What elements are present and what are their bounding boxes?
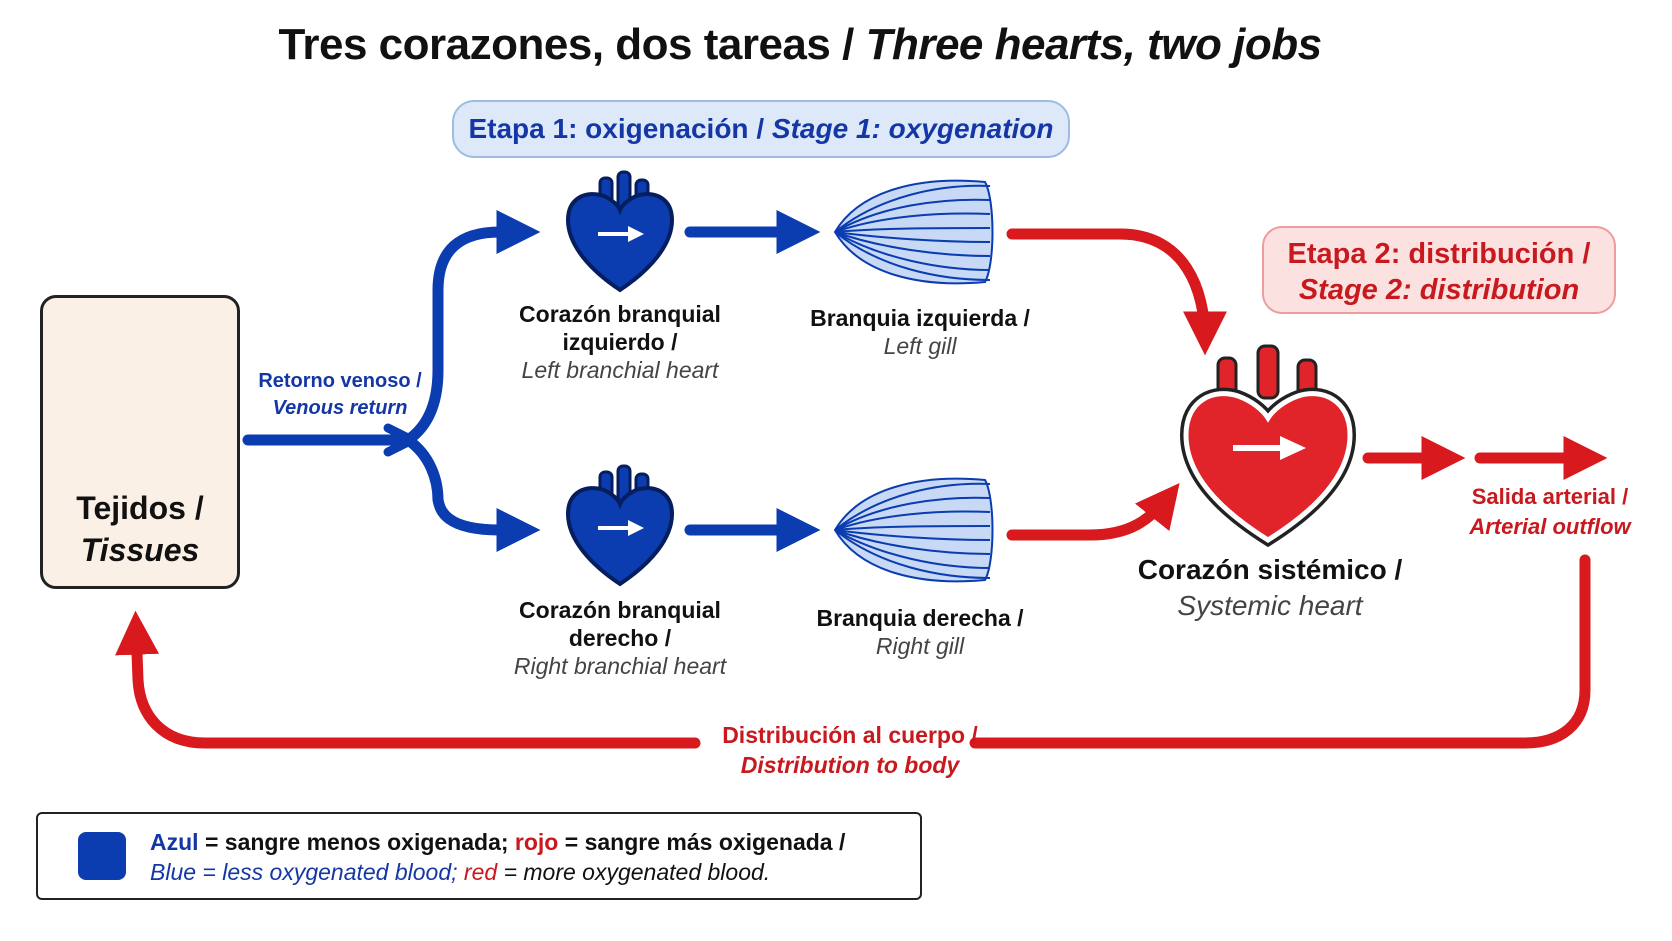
arterial-outflow-es: Salida arterial /: [1471, 484, 1629, 509]
legend-eq1: = sangre menos oxigenada;: [204, 829, 509, 855]
left-gill-label: Branquia izquierda / Left gill: [800, 304, 1040, 360]
right-branchial-heart-label: Corazón branquial derecho / Right branch…: [500, 596, 740, 680]
diagram-title: Tres corazones, dos tareas / Three heart…: [0, 20, 1600, 70]
stage1-label: Etapa 1: oxigenación / Stage 1: oxygenat…: [452, 100, 1070, 158]
tissues-box: [40, 295, 240, 589]
left-branchial-heart-en: Left branchial heart: [521, 357, 719, 383]
tissues-es: Tejidos /: [76, 490, 204, 526]
distribution-label: Distribución al cuerpo / Distribution to…: [700, 720, 1000, 780]
left-branchial-heart-es1: Corazón branquial: [519, 301, 721, 327]
right-gill-en: Right gill: [875, 633, 965, 659]
legend-box: [36, 812, 922, 900]
legend-red-word: rojo: [514, 829, 559, 855]
venous-return-es: Retorno venoso /: [258, 370, 422, 392]
legend-eq2: = sangre más oxigenada /: [564, 829, 846, 855]
right-gill-es: Branquia derecha /: [816, 605, 1024, 631]
title-es: Tres corazones, dos tareas /: [278, 20, 854, 69]
left-gill-es: Branquia izquierda /: [810, 305, 1030, 331]
systemic-heart-es: Corazón sistémico /: [1137, 554, 1403, 585]
arterial-outflow-label: Salida arterial / Arterial outflow: [1450, 482, 1650, 542]
systemic-heart-label: Corazón sistémico / Systemic heart: [1120, 552, 1420, 624]
stage1-en: Stage 1: oxygenation: [771, 113, 1054, 144]
legend-rest: = more oxygenated blood.: [503, 859, 771, 885]
left-branchial-heart-label: Corazón branquial izquierdo / Left branc…: [510, 300, 730, 384]
left-gill-icon: [833, 179, 994, 285]
arterial-outflow-en: Arterial outflow: [1469, 514, 1631, 539]
legend-line-en: Blue = less oxygenated blood; red = more…: [150, 857, 770, 887]
stage2-label: Etapa 2: distribución / Stage 2: distrib…: [1262, 226, 1616, 314]
distribution-en: Distribution to body: [740, 752, 960, 778]
venous-return-en: Venous return: [272, 397, 408, 419]
legend-blue-swatch: [78, 832, 126, 880]
venous-return-arrows: [242, 210, 821, 552]
systemic-heart-icon: [1179, 344, 1357, 548]
legend-blue-word: Azul: [150, 829, 199, 855]
right-branchial-heart-en: Right branchial heart: [513, 653, 727, 679]
left-gill-en: Left gill: [883, 333, 957, 359]
stage2-es: Etapa 2: distribución /: [1287, 238, 1591, 270]
venous-return-label: Retorno venoso / Venous return: [250, 368, 430, 422]
right-gill-icon: [833, 477, 994, 583]
oxygenated-arrows: [115, 228, 1608, 749]
right-branchial-heart-icon: [565, 464, 675, 587]
stage1-es: Etapa 1: oxigenación /: [468, 113, 765, 144]
tissues-label: Tejidos / Tissues: [40, 487, 240, 571]
left-branchial-heart-icon: [565, 170, 675, 293]
stage2-en: Stage 2: distribution: [1298, 274, 1580, 306]
left-branchial-heart-es2: izquierdo /: [562, 329, 678, 355]
legend-red-word-en: red: [463, 859, 498, 885]
right-branchial-heart-es1: Corazón branquial: [519, 597, 721, 623]
legend-blue-part: Blue = less oxygenated blood;: [150, 859, 458, 885]
systemic-heart-en: Systemic heart: [1177, 590, 1363, 621]
distribution-es: Distribución al cuerpo /: [722, 722, 978, 748]
right-branchial-heart-es2: derecho /: [568, 625, 672, 651]
title-en: Three hearts, two jobs: [865, 20, 1322, 69]
right-gill-label: Branquia derecha / Right gill: [800, 604, 1040, 660]
tissues-en: Tissues: [80, 532, 200, 568]
legend-line-es: Azul = sangre menos oxigenada; rojo = sa…: [150, 827, 845, 857]
